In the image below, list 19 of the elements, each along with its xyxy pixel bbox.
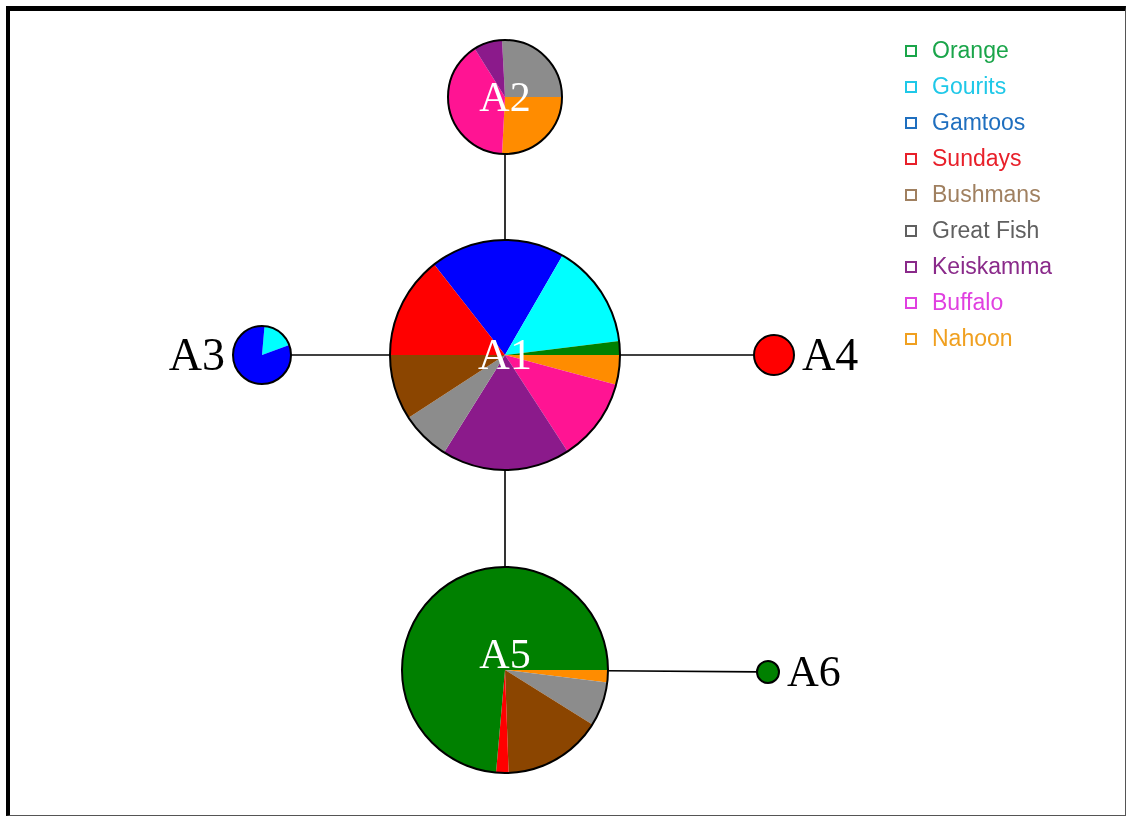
haplotype-label: A6 [787,650,841,694]
haplotype-label: A5 [479,633,531,675]
haplotype-label: A3 [168,332,225,378]
connector-line [504,153,506,241]
connector-line [619,354,755,356]
legend-label: Great Fish [932,217,1040,244]
connector-line [607,670,758,673]
legend-label: Gamtoos [932,109,1026,136]
legend-label: Orange [932,37,1009,64]
legend-label: Buffalo [932,289,1004,316]
legend-label: Keiskamma [932,253,1053,280]
legend-label: Nahoon [932,325,1013,352]
connector-line [504,469,506,568]
haplotype-label: A1 [478,333,532,377]
legend-label: Sundays [932,145,1022,172]
legend-label: Bushmans [932,181,1041,208]
haplotype-label: A4 [802,332,859,378]
connector-line [290,354,391,356]
legend-label: Gourits [932,73,1007,100]
